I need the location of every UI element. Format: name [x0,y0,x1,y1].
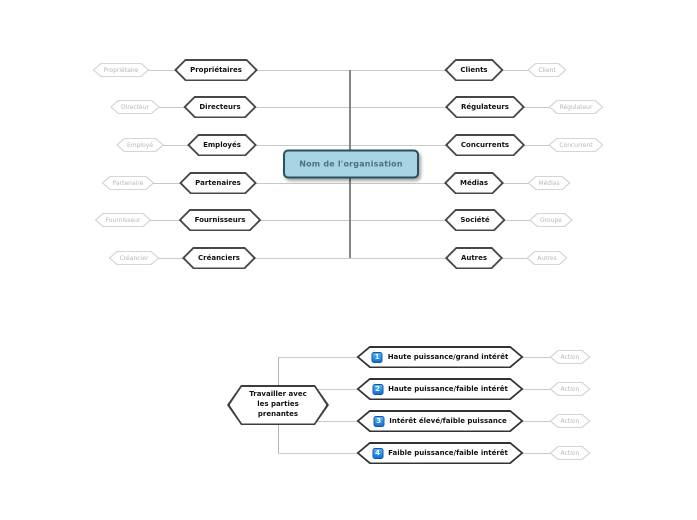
connector-line [134,258,547,259]
subtopic-action-4[interactable]: Action [550,446,591,460]
subtopic-client[interactable]: Client [527,63,566,77]
connector-line [140,145,576,146]
subtopic-action-3[interactable]: Action [550,414,591,428]
priority-badge-2: 2 [372,383,384,395]
branch-label: Intérêt élevé/faible puissance [389,417,507,425]
priority-badge-4: 4 [372,447,384,459]
connector-line [121,70,547,71]
topic-medias[interactable]: Médias [444,172,504,194]
work-branch-3[interactable]: 3 Intérêt élevé/faible puissance [357,410,524,432]
subtopic-fournisseur[interactable]: Fournisseur [95,213,152,227]
subtopic-concurrent[interactable]: Concurrent [548,138,603,152]
subtopic-creancier[interactable]: Créancier [109,251,160,265]
topic-directeurs[interactable]: Directeurs [183,96,256,118]
topic-employes[interactable]: Employés [187,134,257,156]
topic-partenaires[interactable]: Partenaires [179,172,257,194]
org-root-node[interactable]: Nom de l'organisation [283,149,419,179]
connector-line [128,183,549,184]
branch-label: Faible puissance/faible intérêt [388,449,508,457]
topic-autres[interactable]: Autres [445,247,503,269]
topic-societe[interactable]: Société [444,209,505,231]
topic-regulateurs[interactable]: Régulateurs [445,96,525,118]
subtopic-directeur[interactable]: Directeur [110,100,160,114]
work-branch-4[interactable]: 4 Faible puissance/faible intérêt [357,442,524,464]
work-branch-2[interactable]: 2 Haute puissance/faible intérêt [357,378,524,400]
subtopic-proprietaire[interactable]: Propriétaire [93,63,150,77]
subtopic-employe[interactable]: Employé [116,138,164,152]
topic-proprietaires[interactable]: Propriétaires [174,59,258,81]
subtopic-action-1[interactable]: Action [550,350,591,364]
topic-fournisseurs[interactable]: Fournisseurs [179,209,262,231]
connector-line [123,220,551,221]
subtopic-action-2[interactable]: Action [550,382,591,396]
work-root-node[interactable]: Travailler avec les parties prenantes [227,385,329,425]
topic-creanciers[interactable]: Créanciers [182,247,256,269]
subtopic-groupe[interactable]: Groupe [529,213,573,227]
work-branch-1[interactable]: 1 Haute puissance/grand intérêt [357,346,524,368]
subtopic-medias[interactable]: Médias [527,176,570,190]
connector-line [135,107,576,108]
branch-label: Haute puissance/grand intérêt [387,353,509,361]
topic-concurrents[interactable]: Concurrents [445,134,525,156]
topic-clients[interactable]: Clients [444,59,503,81]
subtopic-autres[interactable]: Autres [526,251,567,265]
priority-badge-3: 3 [373,415,385,427]
priority-badge-1: 1 [371,351,383,363]
subtopic-partenaire[interactable]: Partenaire [102,176,155,190]
branch-label: Haute puissance/faible intérêt [388,385,508,393]
subtopic-regulateur[interactable]: Régulateur [549,100,604,114]
